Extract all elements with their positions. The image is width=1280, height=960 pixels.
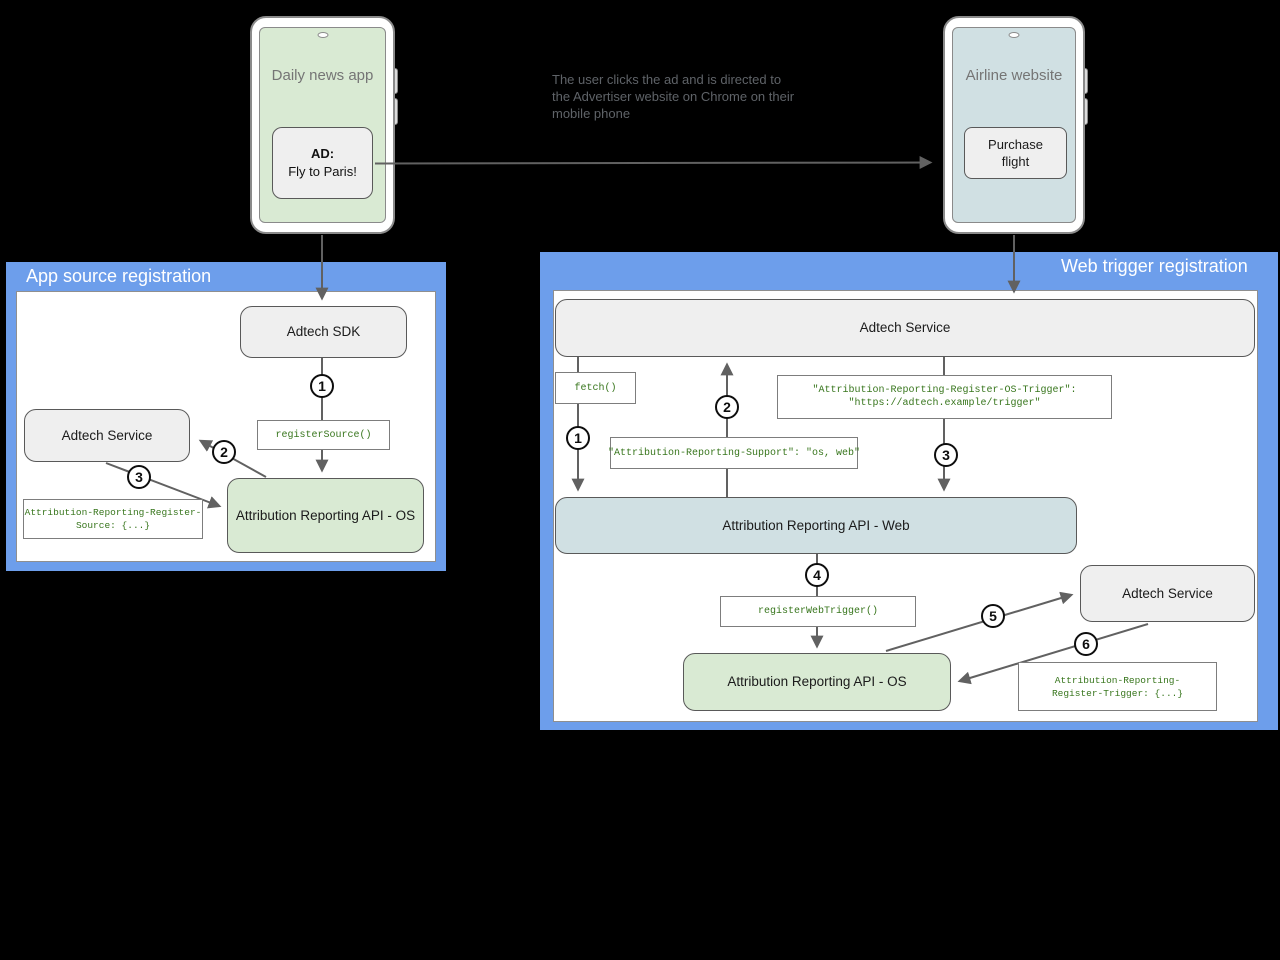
step-5-web: 5 xyxy=(981,604,1005,628)
ad-banner: AD: Fly to Paris! xyxy=(272,127,373,199)
node-attribution-api-os-app-label: Attribution Reporting API - OS xyxy=(235,507,416,523)
code-fetch: fetch() xyxy=(555,372,636,404)
code-register-source-header-line2: Source: {...} xyxy=(75,520,151,531)
phone-camera-icon xyxy=(1008,32,1020,38)
step-1-web: 1 xyxy=(566,426,590,450)
node-adtech-service-app: Adtech Service xyxy=(24,409,190,462)
node-adtech-sdk-label: Adtech SDK xyxy=(286,324,361,339)
step-2-web: 2 xyxy=(715,395,739,419)
code-register-trigger-line1: Attribution-Reporting- xyxy=(1054,674,1181,686)
step-1-app: 1 xyxy=(310,374,334,398)
code-register-web-trigger-text: registerWebTrigger() xyxy=(757,606,879,617)
code-fetch-text: fetch() xyxy=(574,382,617,394)
node-adtech-service-web-right: Adtech Service xyxy=(1080,565,1255,622)
web-trigger-panel-title: Web trigger registration xyxy=(1061,256,1248,276)
airline-site-title: Airline website xyxy=(965,67,1063,84)
purchase-flight-button: Purchase flight xyxy=(964,127,1067,179)
code-os-trigger-line1: "Attribution-Reporting-Register-OS-Trigg… xyxy=(812,385,1077,396)
code-support-header: "Attribution-Reporting-Support": "os, we… xyxy=(607,437,861,469)
node-attribution-api-os-web-label: Attribution Reporting API - OS xyxy=(727,674,907,689)
code-os-trigger-header: "Attribution-Reporting-Register-OS-Trigg… xyxy=(777,375,1112,419)
purchase-flight-label: Purchase flight xyxy=(988,137,1043,169)
code-register-source: registerSource() xyxy=(257,420,390,450)
ad-heading: AD: xyxy=(310,146,335,161)
node-attribution-api-os-app: Attribution Reporting API - OS xyxy=(227,478,424,553)
news-phone: Daily news app xyxy=(250,16,395,234)
airline-phone-screen: Airline website xyxy=(952,27,1076,223)
node-adtech-service-web-right-label: Adtech Service xyxy=(1122,585,1213,601)
node-adtech-sdk: Adtech SDK xyxy=(240,306,407,358)
app-source-panel-title: App source registration xyxy=(26,266,212,286)
step-6-web: 6 xyxy=(1074,632,1098,656)
code-os-trigger-line2: "https://adtech.example/trigger" xyxy=(848,398,1041,409)
step-3-app: 3 xyxy=(127,465,151,489)
step-3-web: 3 xyxy=(934,443,958,467)
code-support-header-text: "Attribution-Reporting-Support": "os, we… xyxy=(607,447,861,459)
node-adtech-service-web-top-label: Adtech Service xyxy=(859,320,951,335)
code-register-trigger-line2: Register-Trigger: {...} xyxy=(1051,687,1184,699)
step-4-web: 4 xyxy=(805,563,829,587)
node-adtech-service-app-label: Adtech Service xyxy=(61,427,153,443)
node-attribution-api-os-web: Attribution Reporting API - OS xyxy=(683,653,951,711)
airline-phone: Airline website xyxy=(943,16,1085,234)
step-2-app: 2 xyxy=(212,440,236,464)
user-flow-annotation: The user clicks the ad and is directed t… xyxy=(552,72,795,121)
node-adtech-service-web-top: Adtech Service xyxy=(555,299,1255,357)
code-register-source-header-line1: Attribution-Reporting-Register- xyxy=(24,507,202,518)
code-register-web-trigger: registerWebTrigger() xyxy=(720,596,916,627)
news-app-title: Daily news app xyxy=(271,67,374,84)
code-register-source-header: Attribution-Reporting-Register- Source: … xyxy=(23,499,203,539)
code-register-source-text: registerSource() xyxy=(275,429,372,441)
node-attribution-api-web: Attribution Reporting API - Web xyxy=(555,497,1077,554)
code-register-trigger-header: Attribution-Reporting- Register-Trigger:… xyxy=(1018,662,1217,711)
phone-camera-icon xyxy=(317,32,328,38)
ad-text: Fly to Paris! xyxy=(288,164,357,179)
node-attribution-api-web-label: Attribution Reporting API - Web xyxy=(722,517,910,533)
